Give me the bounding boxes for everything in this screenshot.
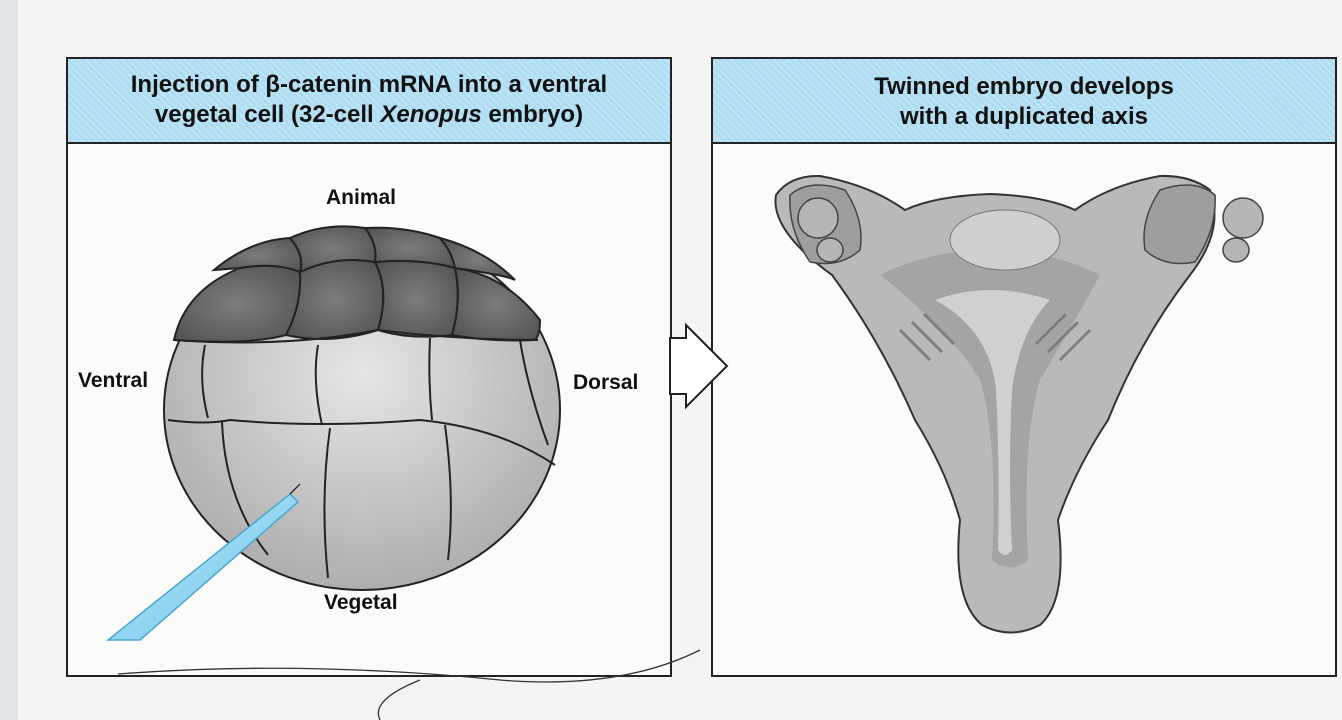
label-dorsal: Dorsal bbox=[573, 371, 638, 395]
annotation-curve bbox=[118, 650, 700, 720]
label-vegetal: Vegetal bbox=[324, 591, 398, 615]
twinned-embryo bbox=[775, 176, 1263, 633]
label-ventral: Ventral bbox=[78, 369, 148, 393]
right-hollow-arrow bbox=[670, 325, 727, 407]
animal-cells bbox=[174, 226, 540, 341]
label-animal: Animal bbox=[326, 186, 396, 210]
